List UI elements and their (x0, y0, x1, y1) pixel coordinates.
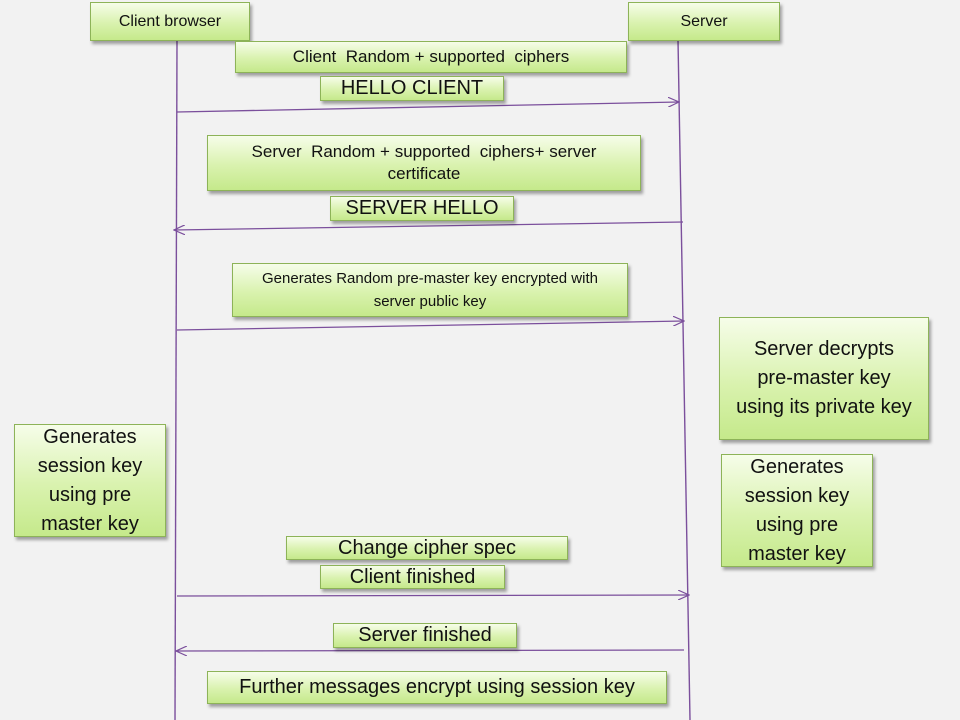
arrow-pre-master (176, 321, 684, 331)
message-label: Server Random + supported ciphers+ serve… (251, 141, 602, 183)
message-label: Client Random + supported ciphers (292, 46, 570, 66)
server-session-key-note: Generates session key using pre master k… (721, 454, 873, 567)
message-label: Change cipher spec (338, 536, 516, 559)
note-label: Generates session key using pre master k… (37, 425, 143, 535)
server-lifeline (677, 39, 691, 720)
pre-master-key-box: Generates Random pre-master key encrypte… (232, 263, 628, 317)
client-finished-box: Client finished (320, 565, 505, 589)
message-label: Client finished (349, 565, 476, 588)
arrow-client-finished (176, 595, 689, 596)
server-participant: Server (628, 2, 780, 41)
client-browser-participant: Client browser (90, 2, 250, 41)
client-session-key-note: Generates session key using pre master k… (14, 424, 166, 537)
client-hello-detail-box: Client Random + supported ciphers (235, 41, 627, 73)
participant-label: Server (680, 13, 728, 30)
server-hello-detail-box: Server Random + supported ciphers+ serve… (207, 135, 641, 191)
message-label: SERVER HELLO (345, 197, 499, 219)
message-label: HELLO CLIENT (340, 77, 484, 99)
arrow-server-hello (174, 221, 684, 230)
participant-label: Client browser (118, 13, 222, 30)
message-label: Generates Random pre-master key encrypte… (262, 270, 598, 310)
hello-client-box: HELLO CLIENT (320, 76, 504, 101)
further-messages-box: Further messages encrypt using session k… (207, 671, 667, 704)
arrow-hello-client (176, 102, 679, 113)
server-decrypts-note: Server decrypts pre-master key using its… (719, 317, 929, 440)
client-lifeline (174, 39, 178, 720)
server-hello-box: SERVER HELLO (330, 196, 514, 221)
note-label: Generates session key using pre master k… (744, 455, 850, 565)
arrow-server-finished (176, 650, 685, 651)
server-finished-box: Server finished (333, 623, 517, 648)
message-label: Server finished (358, 624, 492, 646)
note-label: Server decrypts pre-master key using its… (736, 338, 912, 418)
message-label: Further messages encrypt using session k… (239, 676, 635, 698)
change-cipher-spec-box: Change cipher spec (286, 536, 568, 560)
